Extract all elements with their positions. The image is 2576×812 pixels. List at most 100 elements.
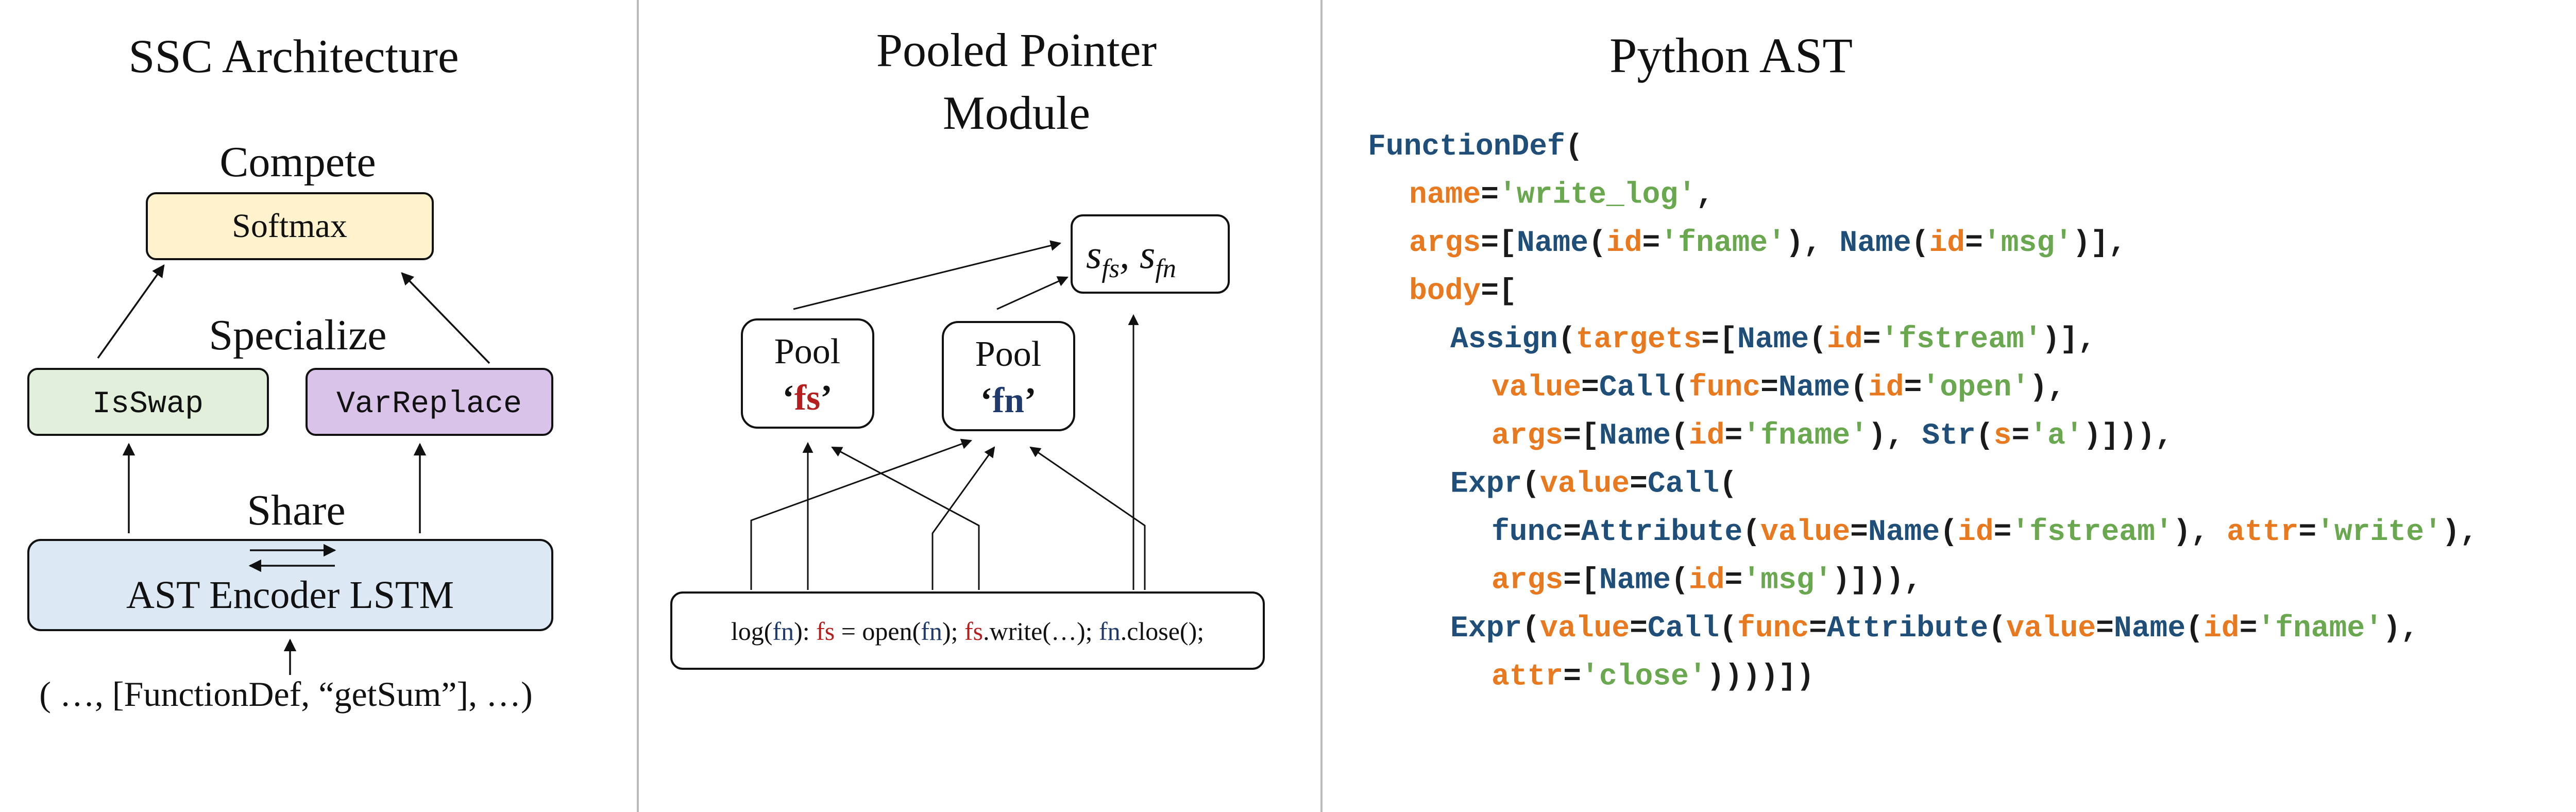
ast-token: Expr [1450,468,1522,501]
ast-token: )])), [1832,564,1922,598]
pool-fs-box [741,318,874,429]
output-scores: sfs, sfn [1086,232,1176,283]
ast-token: 'fname' [2257,612,2383,646]
ast-token: ( [1809,323,1827,357]
ast-token: id [1689,564,1725,598]
code-snippet: log(fn): fs = open(fn); fs.write(…); fn.… [731,617,1204,646]
ast-token: Attribute [1581,516,1742,549]
ast-token: 'msg' [1983,227,2073,260]
ast-token: = [1809,612,1827,646]
ast-line: args=[Name(id='fname'), Name(id='msg')], [1409,227,2126,260]
pool-fn-word: Pool [975,334,1041,374]
ast-token: Attribute [1827,612,1988,646]
ast-token: ), [2383,612,2419,646]
ast-line: Expr(value=Call( [1450,468,1737,501]
edge-token-4-poolfn [931,446,995,590]
pool-fs-var: fs [794,378,821,418]
ast-line: value=Call(func=Name(id='open'), [1492,371,2065,405]
ast-line: Expr(value=Call(func=Attribute(value=Nam… [1450,612,2419,646]
pool-fn-var: fn [992,381,1024,420]
ast-token: ))))]) [1707,661,1815,694]
ast-token: id [2204,612,2240,646]
ast-token: ( [1940,516,1958,549]
ast-token: id [1606,227,1642,260]
ast-token: ), [1786,227,1839,260]
ast-token: id [1929,227,1965,260]
ast-line: body=[ [1409,275,1517,309]
ast-token: , [1696,179,1714,212]
ast-token: args [1409,227,1481,260]
arrow-varreplace-softmax [401,272,490,364]
ast-token: = [1863,323,1881,357]
ast-token: )], [2073,227,2126,260]
arrow-poolfn-output [996,276,1069,310]
ast-token: 'fstream' [2011,516,2173,549]
input-sequence: ( …, [FunctionDef, “getSum”], …) [39,674,532,714]
ast-token: = [1760,371,1778,405]
ast-token: Str [1922,419,1975,453]
ast-token: )], [2042,323,2096,357]
ast-token: =[ [1481,275,1517,309]
ast-token: ), [1868,419,1922,453]
ast-token: ( [1719,468,1737,501]
output-box [1071,214,1230,294]
pool-fn-close-quote: ’ [1024,381,1036,420]
output-subscript-fs: fs [1101,254,1120,283]
ast-token: args [1492,419,1563,453]
ast-token: func [1492,516,1563,549]
ssc-panel: SSC Architecture Compete Softmax Special… [27,30,553,714]
ast-token: id [1827,323,1863,357]
ast-token: = [1850,516,1868,549]
pool-fs-name: ‘fs’ [782,378,832,418]
output-subscript-fn: fn [1155,254,1176,283]
ast-token: ( [1976,419,1994,453]
isswap-box [27,368,269,436]
ast-token: ( [1742,516,1760,549]
ast-token: value [2006,612,2096,646]
pool-fn-box [942,321,1075,431]
pool-fs-word: Pool [774,332,840,371]
ast-token: 'close' [1581,661,1707,694]
varreplace-label: VarReplace [336,387,522,422]
ast-token: = [1630,612,1648,646]
pool-fn-open-quote: ‘ [980,381,992,420]
ast-token: Call [1648,468,1719,501]
ast-token: id [1689,419,1725,453]
ast-token: attr [2227,516,2298,549]
specialize-label: Specialize [209,311,386,359]
ast-token: name [1409,179,1481,212]
ast-token: Call [1648,612,1719,646]
ast-token: ( [1522,612,1540,646]
share-label: Share [247,486,345,534]
pooled-pointer-panel: Pooled Pointer Module sfs, sfn Pool ‘fs’… [670,24,1265,670]
ast-token: ( [1588,227,1606,260]
isswap-label: IsSwap [92,387,204,422]
ast-token: = [1630,468,1648,501]
ast-token: = [1965,227,1983,260]
ast-line: Assign(targets=[Name(id='fstream')], [1450,323,2096,357]
ast-token: args [1492,564,1563,598]
ast-token: ( [1850,371,1868,405]
ast-token: Expr [1450,612,1522,646]
ssc-title: SSC Architecture [128,30,459,82]
ast-token: ( [1522,468,1540,501]
ast-token: id [1868,371,1904,405]
ast-token: 'msg' [1742,564,1832,598]
output-separator: , [1120,232,1140,277]
ast-token: = [2240,612,2258,646]
edge-token-5-poolfn [1029,446,1146,590]
ast-token: ), [2173,516,2227,549]
ast-token: attr [1492,661,1563,694]
ast-line: func=Attribute(value=Name(id='fstream'),… [1492,516,2478,549]
python-ast-panel: Python AST FunctionDef(name='write_log',… [1368,28,2478,694]
ast-token: =[ [1481,227,1517,260]
ast-token: 'a' [2029,419,2083,453]
ast-token: 'fstream' [1880,323,2042,357]
ast-token: ( [1671,419,1689,453]
ast-token: Name [2114,612,2185,646]
ast-token: ( [1719,612,1737,646]
ast-token: = [1994,516,2012,549]
output-symbol-1: s [1086,232,1101,277]
ast-token: Name [1778,371,1850,405]
